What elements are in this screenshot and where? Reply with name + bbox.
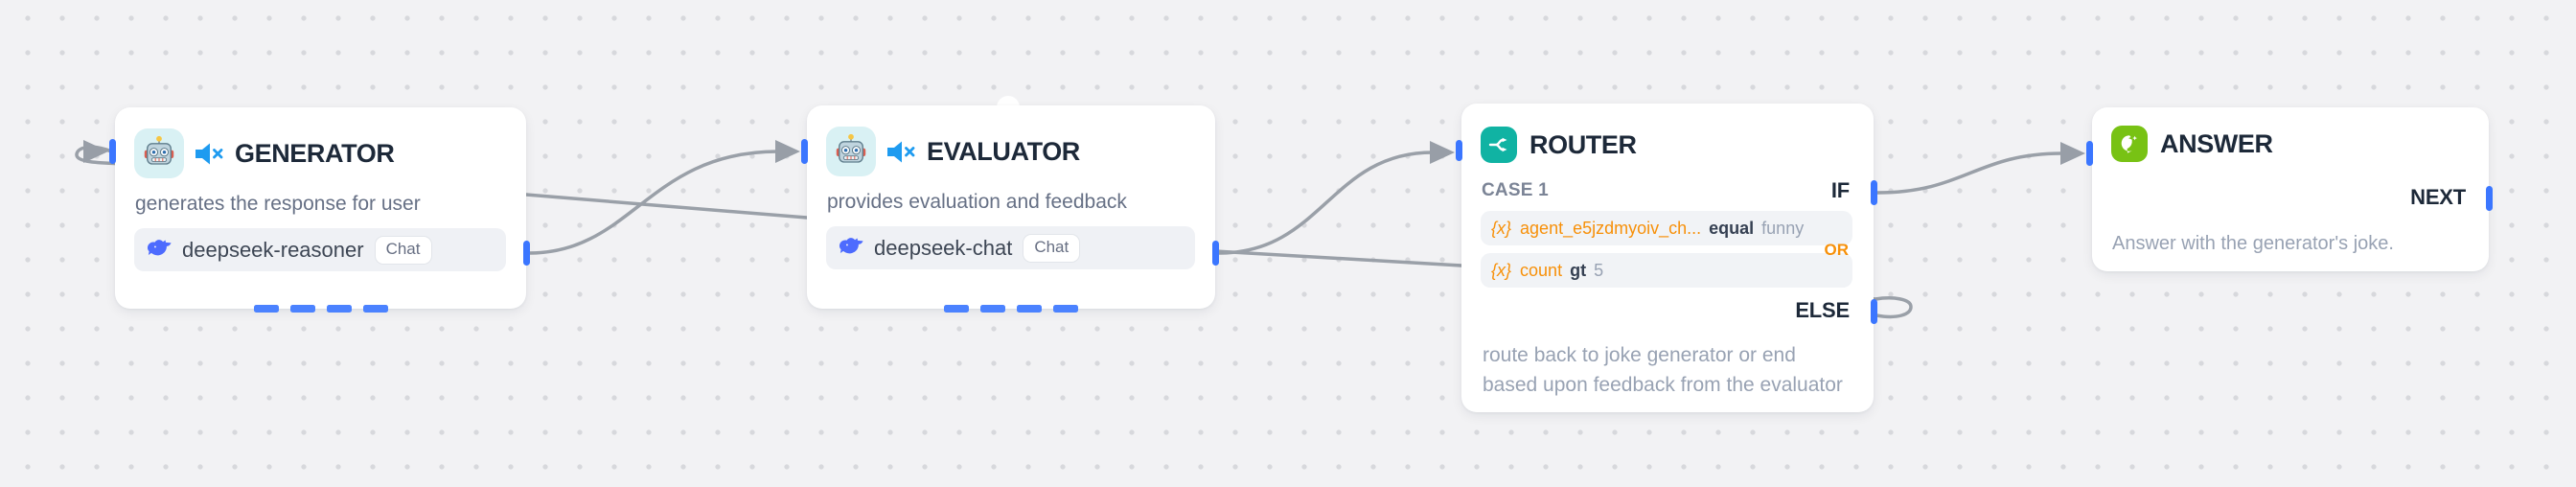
router-else-port[interactable]	[1871, 299, 1877, 324]
condition-2-variable: count	[1520, 260, 1563, 280]
generator-selection-dashes	[253, 305, 388, 313]
arrowhead-into-generator	[83, 140, 108, 163]
deepseek-whale-icon	[147, 240, 172, 256]
generator-output-port[interactable]	[523, 241, 530, 266]
variable-tag-icon: {x}	[1491, 260, 1512, 280]
evaluator-description: provides evaluation and feedback	[827, 191, 1127, 213]
muted-speaker-icon	[887, 141, 915, 162]
evaluator-selection-dashes	[944, 305, 1078, 313]
condition-2-operator: gt	[1570, 260, 1587, 280]
evaluator-model-name: deepseek-chat	[874, 235, 1013, 260]
router-header: ROUTER	[1481, 127, 1637, 163]
answer-next-row: NEXT	[2410, 185, 2466, 210]
answer-next-port[interactable]	[2486, 186, 2493, 211]
edge-generator-to-evaluator[interactable]	[527, 150, 780, 255]
node-generator[interactable]: GENERATOR generates the response for use…	[109, 107, 530, 313]
node-evaluator[interactable]: EVALUATOR provides evaluation and feedba…	[801, 105, 1219, 313]
answer-input-port[interactable]	[2086, 141, 2093, 166]
generator-input-port[interactable]	[109, 139, 116, 164]
condition-2-value: 5	[1594, 260, 1604, 280]
generator-header: GENERATOR	[134, 128, 395, 178]
generator-title: GENERATOR	[235, 138, 395, 168]
chat-bubble-sparkle-icon	[2111, 126, 2148, 162]
condition-1-value: funny	[1761, 218, 1805, 238]
router-if-port[interactable]	[1871, 180, 1877, 205]
evaluator-model-type-badge: Chat	[1023, 233, 1081, 263]
condition-1-variable: agent_e5jzdmyoiv_ch...	[1520, 218, 1702, 238]
router-input-port[interactable]	[1456, 140, 1462, 161]
generator-description: generates the response for user	[135, 193, 421, 215]
node-router[interactable]: ROUTER CASE 1 IF {x} agent_e5jzdmyoiv_ch…	[1456, 104, 1877, 412]
condition-1-operator: equal	[1709, 218, 1755, 238]
arrowhead-into-evaluator	[775, 140, 800, 163]
router-title: ROUTER	[1530, 129, 1637, 159]
variable-tag-icon: {x}	[1491, 218, 1512, 238]
if-label: IF	[1830, 178, 1850, 202]
generator-model-selector[interactable]: deepseek-reasoner Chat	[134, 228, 506, 271]
arrowhead-into-answer	[2060, 142, 2085, 165]
else-label: ELSE	[1795, 298, 1850, 322]
evaluator-input-port[interactable]	[801, 139, 808, 164]
generator-model-name: deepseek-reasoner	[182, 237, 364, 262]
router-case-row: CASE 1 IF	[1482, 178, 1852, 203]
answer-header: ANSWER	[2111, 126, 2273, 162]
condition-row-2[interactable]: {x} count gt 5	[1481, 253, 1852, 288]
branch-split-icon	[1481, 127, 1517, 163]
node-answer[interactable]: ANSWER NEXT Answer with the generator's …	[2086, 107, 2493, 271]
arrowhead-into-router	[1430, 141, 1455, 164]
robot-emoji-icon	[134, 128, 184, 178]
evaluator-model-selector[interactable]: deepseek-chat Chat	[826, 226, 1195, 269]
evaluator-title: EVALUATOR	[927, 136, 1080, 166]
next-label: NEXT	[2410, 185, 2466, 209]
condition-row-1[interactable]: {x} agent_e5jzdmyoiv_ch... equal funny	[1481, 211, 1852, 245]
answer-title: ANSWER	[2160, 128, 2273, 158]
or-label: OR	[1824, 241, 1850, 259]
evaluator-output-port[interactable]	[1212, 241, 1219, 266]
router-else-row: ELSE	[1795, 298, 1850, 323]
muted-speaker-icon	[196, 143, 223, 164]
answer-description: Answer with the generator's joke.	[2112, 233, 2394, 254]
edge-evaluator-to-router[interactable]	[1217, 151, 1435, 255]
robot-emoji-icon	[826, 127, 876, 176]
generator-model-type-badge: Chat	[374, 235, 432, 265]
case-label: CASE 1	[1482, 180, 1549, 200]
evaluator-header: EVALUATOR	[826, 127, 1080, 176]
edge-router-if-to-answer[interactable]	[1875, 151, 2064, 195]
deepseek-whale-icon	[839, 238, 863, 254]
router-description: route back to joke generator or end base…	[1483, 344, 1843, 396]
